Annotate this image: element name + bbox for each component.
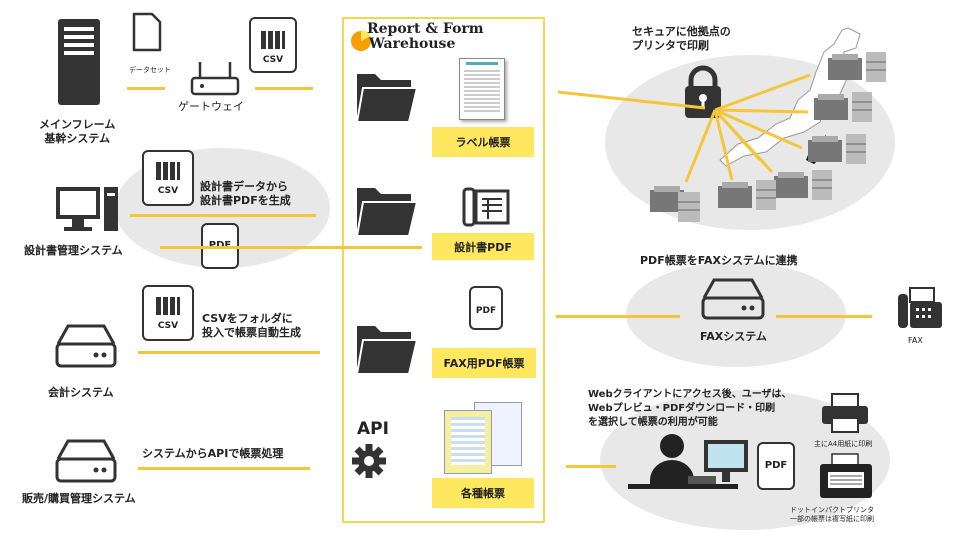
warehouse-title: Report & Form Warehouse [367,21,484,52]
fax-server-icon [701,278,765,320]
arrow-accounting-warehouse [138,351,320,354]
fax-pdf-box: FAX用PDF帳票 [432,348,536,378]
csv-file-icon: CSV [249,17,297,73]
csv-file-icon: CSV [142,285,194,341]
pdf-file-icon: PDF [469,286,503,330]
arrow-mainframe-gateway [127,87,165,90]
design-pdf-box: 設計書PDF [432,233,534,260]
printer-icon [814,92,872,122]
sales-label: 販売/購買管理システム [22,492,136,505]
gateway-label: ゲートウェイ [178,100,244,113]
arrow-fax-system-fax [776,315,872,318]
printer-icon [650,186,700,222]
folder-icon [355,188,419,237]
pdf-file-icon: PDF [757,442,795,490]
desktop-computer-icon [56,187,118,231]
folder-icon [355,74,419,123]
arrow-design-to-warehouse [130,214,316,217]
secure-print-note: セキュアに他拠点の プリンタで印刷 [632,25,731,52]
server-tower-icon [58,19,100,105]
printer-icon [828,52,886,82]
router-icon [190,62,240,96]
csv-note: CSVをフォルダに 投入で帳票自動生成 [202,312,301,339]
secure-print-arrows [557,73,811,183]
warehouse-logo: Report & Form Warehouse [349,20,539,56]
dot-matrix-printer-icon [820,453,872,498]
a4-note: 主にA4用紙に印刷 [814,440,873,448]
gear-icon [352,444,386,478]
dataset-file-icon [132,12,162,52]
printer-icon [718,180,776,210]
printer-icon [808,134,866,164]
server-box-icon [55,439,117,483]
dot-printer-note: ドットインパクトプリンタ 一部の帳票は複写紙に印刷 [790,506,874,523]
forms-thumbnail [440,400,530,475]
logo-pie-icon [351,29,371,51]
label-form-box: ラベル帳票 [432,127,534,157]
csv-file-icon: CSV [142,150,194,206]
accounting-label: 会計システム [48,386,114,399]
printer-icon [774,170,832,200]
mainframe-label: メインフレーム 基幹システム [39,118,116,145]
arrow-gateway-warehouse [255,87,313,90]
design-mgmt-label: 設計書管理システム [24,244,123,257]
arrow-web-client-warehouse [566,465,616,468]
design-note: 設計書データから 設計書PDFを生成 [200,180,291,207]
fax-machine-icon [898,287,942,328]
fax-system-label: FAXシステム [700,330,767,343]
api-note: システムからAPIで帳票処理 [142,447,284,460]
api-label: API [357,419,389,439]
laser-printer-icon [822,393,868,433]
lock-icon [685,65,721,118]
arrow-warehouse-to-design [160,246,422,249]
arrow-warehouse-fax-system [556,315,680,318]
arrow-sales-warehouse [138,467,310,470]
folder-icon [355,326,419,375]
fax-link-note: PDF帳票をFAXシステムに連携 [640,254,798,267]
various-forms-box: 各種帳票 [432,478,534,508]
dataset-label: データセット [129,66,171,74]
user-at-computer-icon [628,434,748,489]
design-document-icon [462,187,510,227]
web-client-note: Webクライアントにアクセス後、ユーザは、 Webプレビュ・PDFダウンロード・… [588,389,792,428]
fax-label: FAX [908,336,923,345]
server-box-icon [55,324,117,368]
label-form-thumbnail [459,58,505,120]
